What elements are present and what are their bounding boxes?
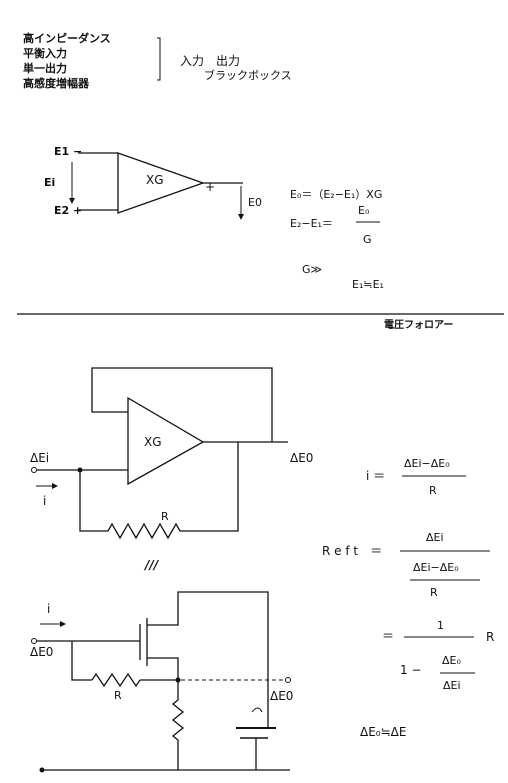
follower-r-left-wire (79, 470, 108, 532)
eq2-reff-lhs: R e f t ＝ (322, 544, 383, 558)
eq1-numerator: E₀ (358, 204, 370, 217)
fet-de0-out-label: ΔE0 (270, 689, 294, 703)
amp1-ei-label: Ei (44, 176, 56, 189)
battery-mark (251, 707, 263, 713)
eq2-r-factor: R (486, 630, 495, 644)
property-4: 高感度増幅器 (23, 77, 89, 90)
amp1-e0-arrowhead (238, 214, 244, 220)
fet-input-terminal (31, 638, 37, 644)
equivalence-mark: /// (145, 558, 159, 572)
fet-source-resistor (171, 680, 185, 770)
follower-feedback-wire (91, 367, 273, 442)
property-3: 単一出力 (23, 62, 67, 75)
eq2-reff-inner-numerator: ΔEi−ΔE₀ (413, 561, 459, 574)
fet-output-terminal (285, 677, 291, 683)
amp1-gain-label: ⅩG (146, 173, 164, 187)
amp1-triangle (117, 152, 205, 214)
follower-triangle (127, 396, 205, 486)
follower-r-right-wire (180, 442, 239, 532)
eq2-i-denominator: R (429, 484, 437, 497)
follower-r-label: R (161, 510, 169, 523)
fet-de0-in-label: ΔE0 (30, 645, 54, 659)
eq2-reff-numerator: ΔEi (426, 531, 444, 544)
fet-drain-wire (147, 591, 269, 672)
amp1-e0-label: E0 (248, 196, 262, 209)
eq2-one-minus: 1 − (400, 663, 422, 677)
section2-title: 電圧フォロアー (384, 320, 454, 331)
fet-resistor-r (91, 672, 141, 688)
eq2-one-numerator: 1 (437, 619, 444, 632)
fet-r-left-wire (71, 641, 92, 681)
eq1-approx: E₁≒E₁ (352, 278, 384, 291)
io-label: 入力 出力 (180, 54, 241, 68)
follower-gain-label: ⅩG (144, 435, 162, 449)
fet-ground-terminal (39, 767, 45, 773)
amp1-e2-label: E2 + (54, 204, 83, 217)
fet-source-wire (147, 657, 179, 680)
eq1-line1: E₀＝（E₂−E₁）ⅩG (290, 188, 383, 201)
eq2-reff-inner-denominator: R (430, 586, 438, 599)
amp1-ei-arrowhead (69, 198, 75, 204)
property-1: 高インピーダンス (23, 32, 111, 45)
eq1-lhs: E₂−E₁＝ (290, 217, 333, 230)
follower-de0-label: ΔE0 (290, 451, 314, 465)
black-box-label: ブラックボックス (204, 69, 292, 82)
eq1-denominator: G (363, 233, 372, 246)
follower-i-arrowhead (52, 483, 58, 489)
fet-r-label: R (114, 689, 122, 702)
eq2-i-numerator: ΔEi−ΔE₀ (404, 457, 450, 470)
eq2-approx: ΔE₀≒ΔE (360, 725, 407, 739)
eq2-equals: ＝ (382, 629, 395, 643)
follower-dei-label: ΔEi (30, 451, 50, 465)
eq1-condition: G≫ (302, 263, 323, 276)
eq2-i-lhs: i ＝ (366, 469, 386, 483)
eq2-frac-numerator: ΔE₀ (442, 654, 461, 667)
amp1-plus-sign: + (205, 180, 216, 194)
amp1-e1-label: E1 − (54, 145, 83, 158)
fet-i-label: i (47, 602, 51, 616)
header-bracket (157, 37, 161, 81)
follower-resistor (107, 522, 181, 540)
fet-i-arrowhead (60, 621, 66, 627)
follower-i-label: i (43, 494, 47, 508)
follower-input-terminal (31, 467, 37, 473)
property-2: 平衡入力 (23, 47, 67, 60)
eq2-frac-denominator: ΔEi (443, 679, 461, 692)
